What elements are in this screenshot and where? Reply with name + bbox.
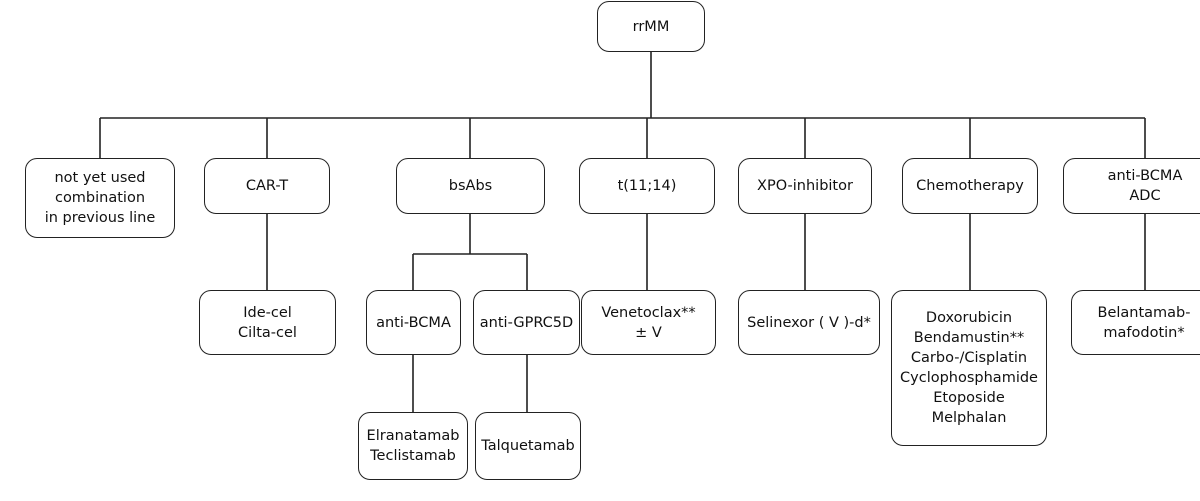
node-car-t: CAR-T bbox=[204, 158, 330, 214]
node-cilta-cel: Cilta-cel bbox=[238, 324, 297, 341]
node-rrmm: rrMM bbox=[597, 1, 705, 52]
node-t11-14: t(11;14) bbox=[579, 158, 715, 214]
node-ide-cel-cilta-cel: Ide-cel Cilta-cel bbox=[199, 290, 336, 355]
node-cyclophosphamide: Cyclophosphamide bbox=[900, 370, 1038, 386]
node-rrmm-label: rrMM bbox=[632, 18, 670, 35]
node-xpo-inhibitor: XPO-inhibitor bbox=[738, 158, 872, 214]
node-selinexor-label: Selinexor ( V )-d* bbox=[747, 314, 871, 331]
node-ide-cel: Ide-cel bbox=[243, 304, 292, 321]
node-bsabs: bsAbs bbox=[396, 158, 545, 214]
node-anti-bcma: anti-BCMA bbox=[366, 290, 461, 355]
node-elranatamab: Elranatamab bbox=[366, 428, 460, 444]
node-melphalan: Melphalan bbox=[931, 410, 1007, 426]
node-bsabs-label: bsAbs bbox=[448, 178, 493, 194]
node-not-yet-used-combination: not yet used combination in previous lin… bbox=[25, 158, 175, 238]
node-bendamustin: Bendamustin** bbox=[913, 330, 1025, 346]
node-not-yet-used-line-3: in previous line bbox=[44, 210, 156, 226]
node-elranatamab-teclistamab: Elranatamab Teclistamab bbox=[358, 412, 468, 480]
node-belantamab-line-2: mafodotin* bbox=[1103, 324, 1185, 341]
node-venetoclax: Venetoclax** ± V bbox=[581, 290, 716, 355]
node-belantamab-mafodotin: Belantamab- mafodotin* bbox=[1071, 290, 1200, 355]
node-chemotherapy-drugs: Doxorubicin Bendamustin** Carbo-/Cisplat… bbox=[891, 290, 1047, 446]
node-teclistamab: Teclistamab bbox=[370, 448, 456, 464]
node-not-yet-used-line-1: not yet used bbox=[54, 170, 146, 186]
node-anti-gprc5d: anti-GPRC5D bbox=[473, 290, 580, 355]
node-xpo-inhibitor-label: XPO-inhibitor bbox=[757, 178, 853, 194]
node-talquetamab-label: Talquetamab bbox=[481, 438, 575, 454]
node-carbo-cisplatin: Carbo-/Cisplatin bbox=[910, 350, 1028, 366]
node-chemotherapy-label: Chemotherapy bbox=[916, 178, 1024, 194]
node-anti-bcma-adc-line-2: ADC bbox=[1129, 188, 1161, 204]
node-venetoclax-line-1: Venetoclax** bbox=[601, 304, 696, 321]
node-talquetamab: Talquetamab bbox=[475, 412, 581, 480]
node-not-yet-used-line-2: combination bbox=[54, 190, 146, 206]
node-selinexor: Selinexor ( V )-d* bbox=[738, 290, 880, 355]
node-etoposide: Etoposide bbox=[933, 390, 1005, 406]
node-chemotherapy: Chemotherapy bbox=[902, 158, 1038, 214]
node-anti-gprc5d-label: anti-GPRC5D bbox=[479, 314, 574, 331]
node-doxorubicin: Doxorubicin bbox=[925, 310, 1013, 326]
node-anti-bcma-label: anti-BCMA bbox=[376, 314, 451, 331]
node-belantamab-line-1: Belantamab- bbox=[1097, 304, 1191, 321]
node-t11-14-label: t(11;14) bbox=[617, 178, 677, 194]
node-venetoclax-line-2: ± V bbox=[635, 324, 662, 341]
node-car-t-label: CAR-T bbox=[245, 178, 289, 194]
node-anti-bcma-adc: anti-BCMA ADC bbox=[1063, 158, 1200, 214]
node-anti-bcma-adc-line-1: anti-BCMA bbox=[1107, 168, 1183, 184]
